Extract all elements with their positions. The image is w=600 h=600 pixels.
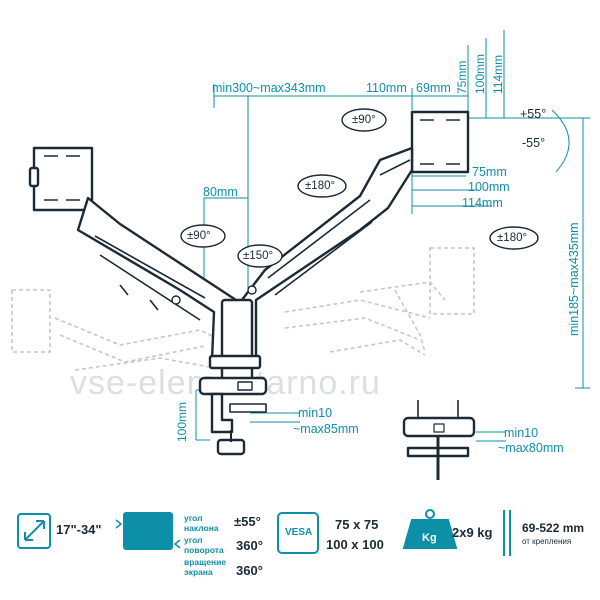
dim-clamp-max: ~max85mm: [293, 422, 359, 436]
spec-vesa-1: 75 x 75: [335, 517, 379, 532]
tilt-negative: -55°: [522, 136, 546, 150]
spec-thickness: 69-522 mm: [522, 521, 585, 535]
dim-100mm-bottom: 100mm: [468, 180, 510, 194]
rotation-90-left: ±90°: [187, 230, 211, 242]
dim-grommet-min: min10: [504, 426, 539, 440]
spec-tilt-label: угол наклона: [184, 513, 219, 533]
spec-swivel-label: угол поворота: [184, 535, 224, 555]
dim-75mm-bottom: 75mm: [472, 165, 507, 179]
rotation-90-top: ±90°: [352, 114, 376, 126]
rotation-150: ±150°: [243, 250, 274, 262]
dim-100mm-top: 100mm: [473, 53, 487, 94]
spec-icons: [17, 509, 511, 556]
mount-body: [28, 110, 476, 480]
dim-80mm: 80mm: [203, 185, 238, 199]
dim-75mm-top: 75mm: [455, 60, 469, 94]
dim-114mm-top: 114mm: [491, 54, 505, 94]
dim-114mm-bottom: 114mm: [462, 196, 503, 210]
spec-weight: 2x9 kg: [452, 525, 493, 540]
dim-110mm: 110mm: [366, 81, 407, 95]
rotation-180-arm: ±180°: [305, 180, 336, 192]
tilt-positive: +55°: [520, 107, 547, 121]
dim-grommet-max: ~max80mm: [498, 441, 564, 455]
dim-clamp-height: 100mm: [175, 401, 189, 442]
dim-clamp-min: min10: [298, 406, 333, 420]
spec-swivel-value: 360°: [236, 538, 263, 553]
spec-screen-size: 17"-34": [56, 522, 102, 537]
dim-69mm: 69mm: [416, 81, 451, 95]
spec-thickness-note: от крепления: [522, 537, 572, 546]
spec-tilt-value: ±55°: [234, 514, 261, 529]
weight-badge: Kg: [422, 532, 437, 544]
spec-rotate-label: вращение экрана: [184, 557, 227, 577]
dim-reach: min300~max343mm: [212, 81, 326, 95]
vesa-badge: VESA: [285, 527, 313, 538]
spec-rotate-value: 360°: [236, 563, 263, 578]
spec-vesa-2: 100 x 100: [326, 537, 384, 552]
rotation-180-right: ±180°: [497, 232, 528, 244]
dim-height-range: min185~max435mm: [567, 222, 581, 336]
rotation-markers: [180, 108, 539, 268]
